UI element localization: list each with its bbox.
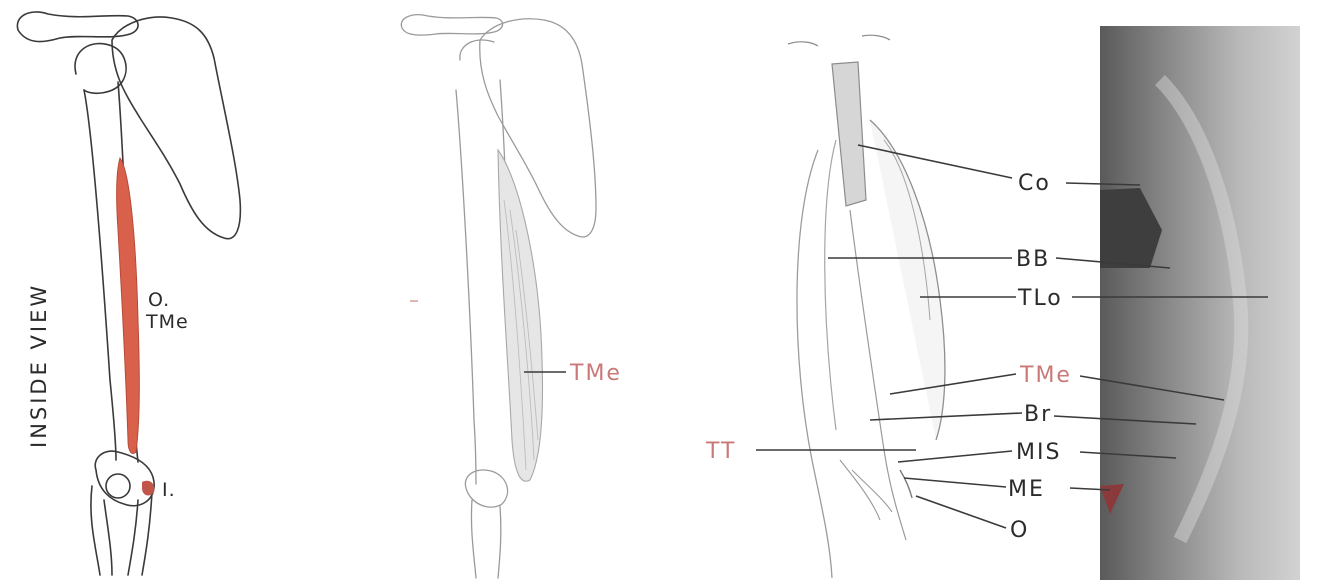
faint-scapula	[480, 19, 596, 237]
leader-br	[870, 413, 1022, 420]
panel-2-faint: TMe	[401, 15, 622, 578]
dissection-top-stroke	[788, 42, 818, 46]
forearm-bone-1	[91, 486, 100, 575]
dissection-outline-left	[797, 150, 832, 578]
label-tlo: TLo	[1017, 286, 1063, 311]
label-br: Br	[1024, 402, 1052, 427]
label-mis: MIS	[1016, 440, 1061, 465]
olecranon	[106, 474, 130, 498]
faint-humerus-left	[456, 90, 476, 484]
faint-muscle	[498, 150, 543, 481]
dissection-elbow-lines	[840, 460, 892, 520]
leader-tme	[890, 374, 1016, 394]
label-bb: BB	[1016, 247, 1050, 272]
muscle-label: TMe	[145, 311, 189, 333]
label-tt: TT	[705, 439, 737, 464]
origin-label: O.	[148, 289, 170, 311]
label-me: ME	[1008, 477, 1045, 502]
label-co: Co	[1018, 171, 1051, 196]
insertion-mark	[142, 481, 154, 496]
view-title: INSIDE VIEW	[27, 283, 51, 448]
clavicle	[17, 12, 138, 42]
dissection-inner-3	[850, 210, 906, 540]
forearm-bone-4	[142, 492, 152, 575]
dissection-top-stroke-2	[862, 35, 890, 40]
faint-humeral-head	[460, 40, 494, 60]
faint-forearm	[471, 500, 500, 578]
dissection-inner-1	[825, 140, 836, 430]
leader-o	[916, 496, 1006, 528]
humerus-shaft-left	[84, 90, 116, 460]
leader-me	[904, 478, 1006, 487]
elbow-joint	[95, 451, 154, 506]
panel2-muscle-label: TMe	[569, 361, 622, 386]
dissection-tendon	[832, 62, 866, 206]
insertion-label: I.	[162, 479, 176, 501]
muscle-highlight	[117, 158, 140, 454]
forearm-bone-2	[104, 500, 112, 575]
dissection-nerve	[900, 470, 912, 498]
label-tme: TMe	[1019, 363, 1072, 388]
forearm-bone-3	[128, 500, 138, 575]
leader-mis	[898, 451, 1012, 462]
label-o: O	[1010, 518, 1029, 543]
panel-3-dissection: Co BB TLo TMe Br MIS ME O TT	[705, 26, 1300, 580]
